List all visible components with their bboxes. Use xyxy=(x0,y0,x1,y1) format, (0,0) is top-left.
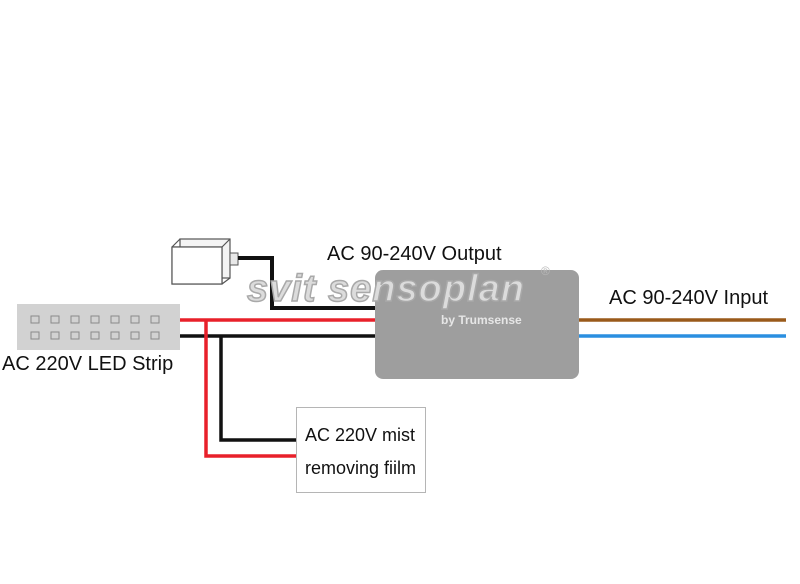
mist-film-box: AC 220V mist removing fiilm xyxy=(296,407,426,493)
mist-film-label-line1: AC 220V mist xyxy=(305,425,416,445)
sensor-cable xyxy=(238,256,376,310)
brand-registered-mark: ® xyxy=(541,264,550,278)
controller-box xyxy=(375,270,579,379)
output-label: AC 90-240V Output xyxy=(327,243,502,265)
input-label: AC 90-240V Input xyxy=(609,287,768,309)
mist-film-label-line2: removing fiilm xyxy=(305,458,417,478)
led-strip-icon xyxy=(17,304,180,350)
brand-logo: svit sensoplan xyxy=(246,267,525,311)
film-neutral-wire xyxy=(219,336,296,442)
film-live-wire xyxy=(204,320,296,458)
sensor-icon xyxy=(171,238,239,285)
brand-subtitle: by Trumsense xyxy=(441,313,522,327)
led-strip-label: AC 220V LED Strip xyxy=(2,353,174,375)
